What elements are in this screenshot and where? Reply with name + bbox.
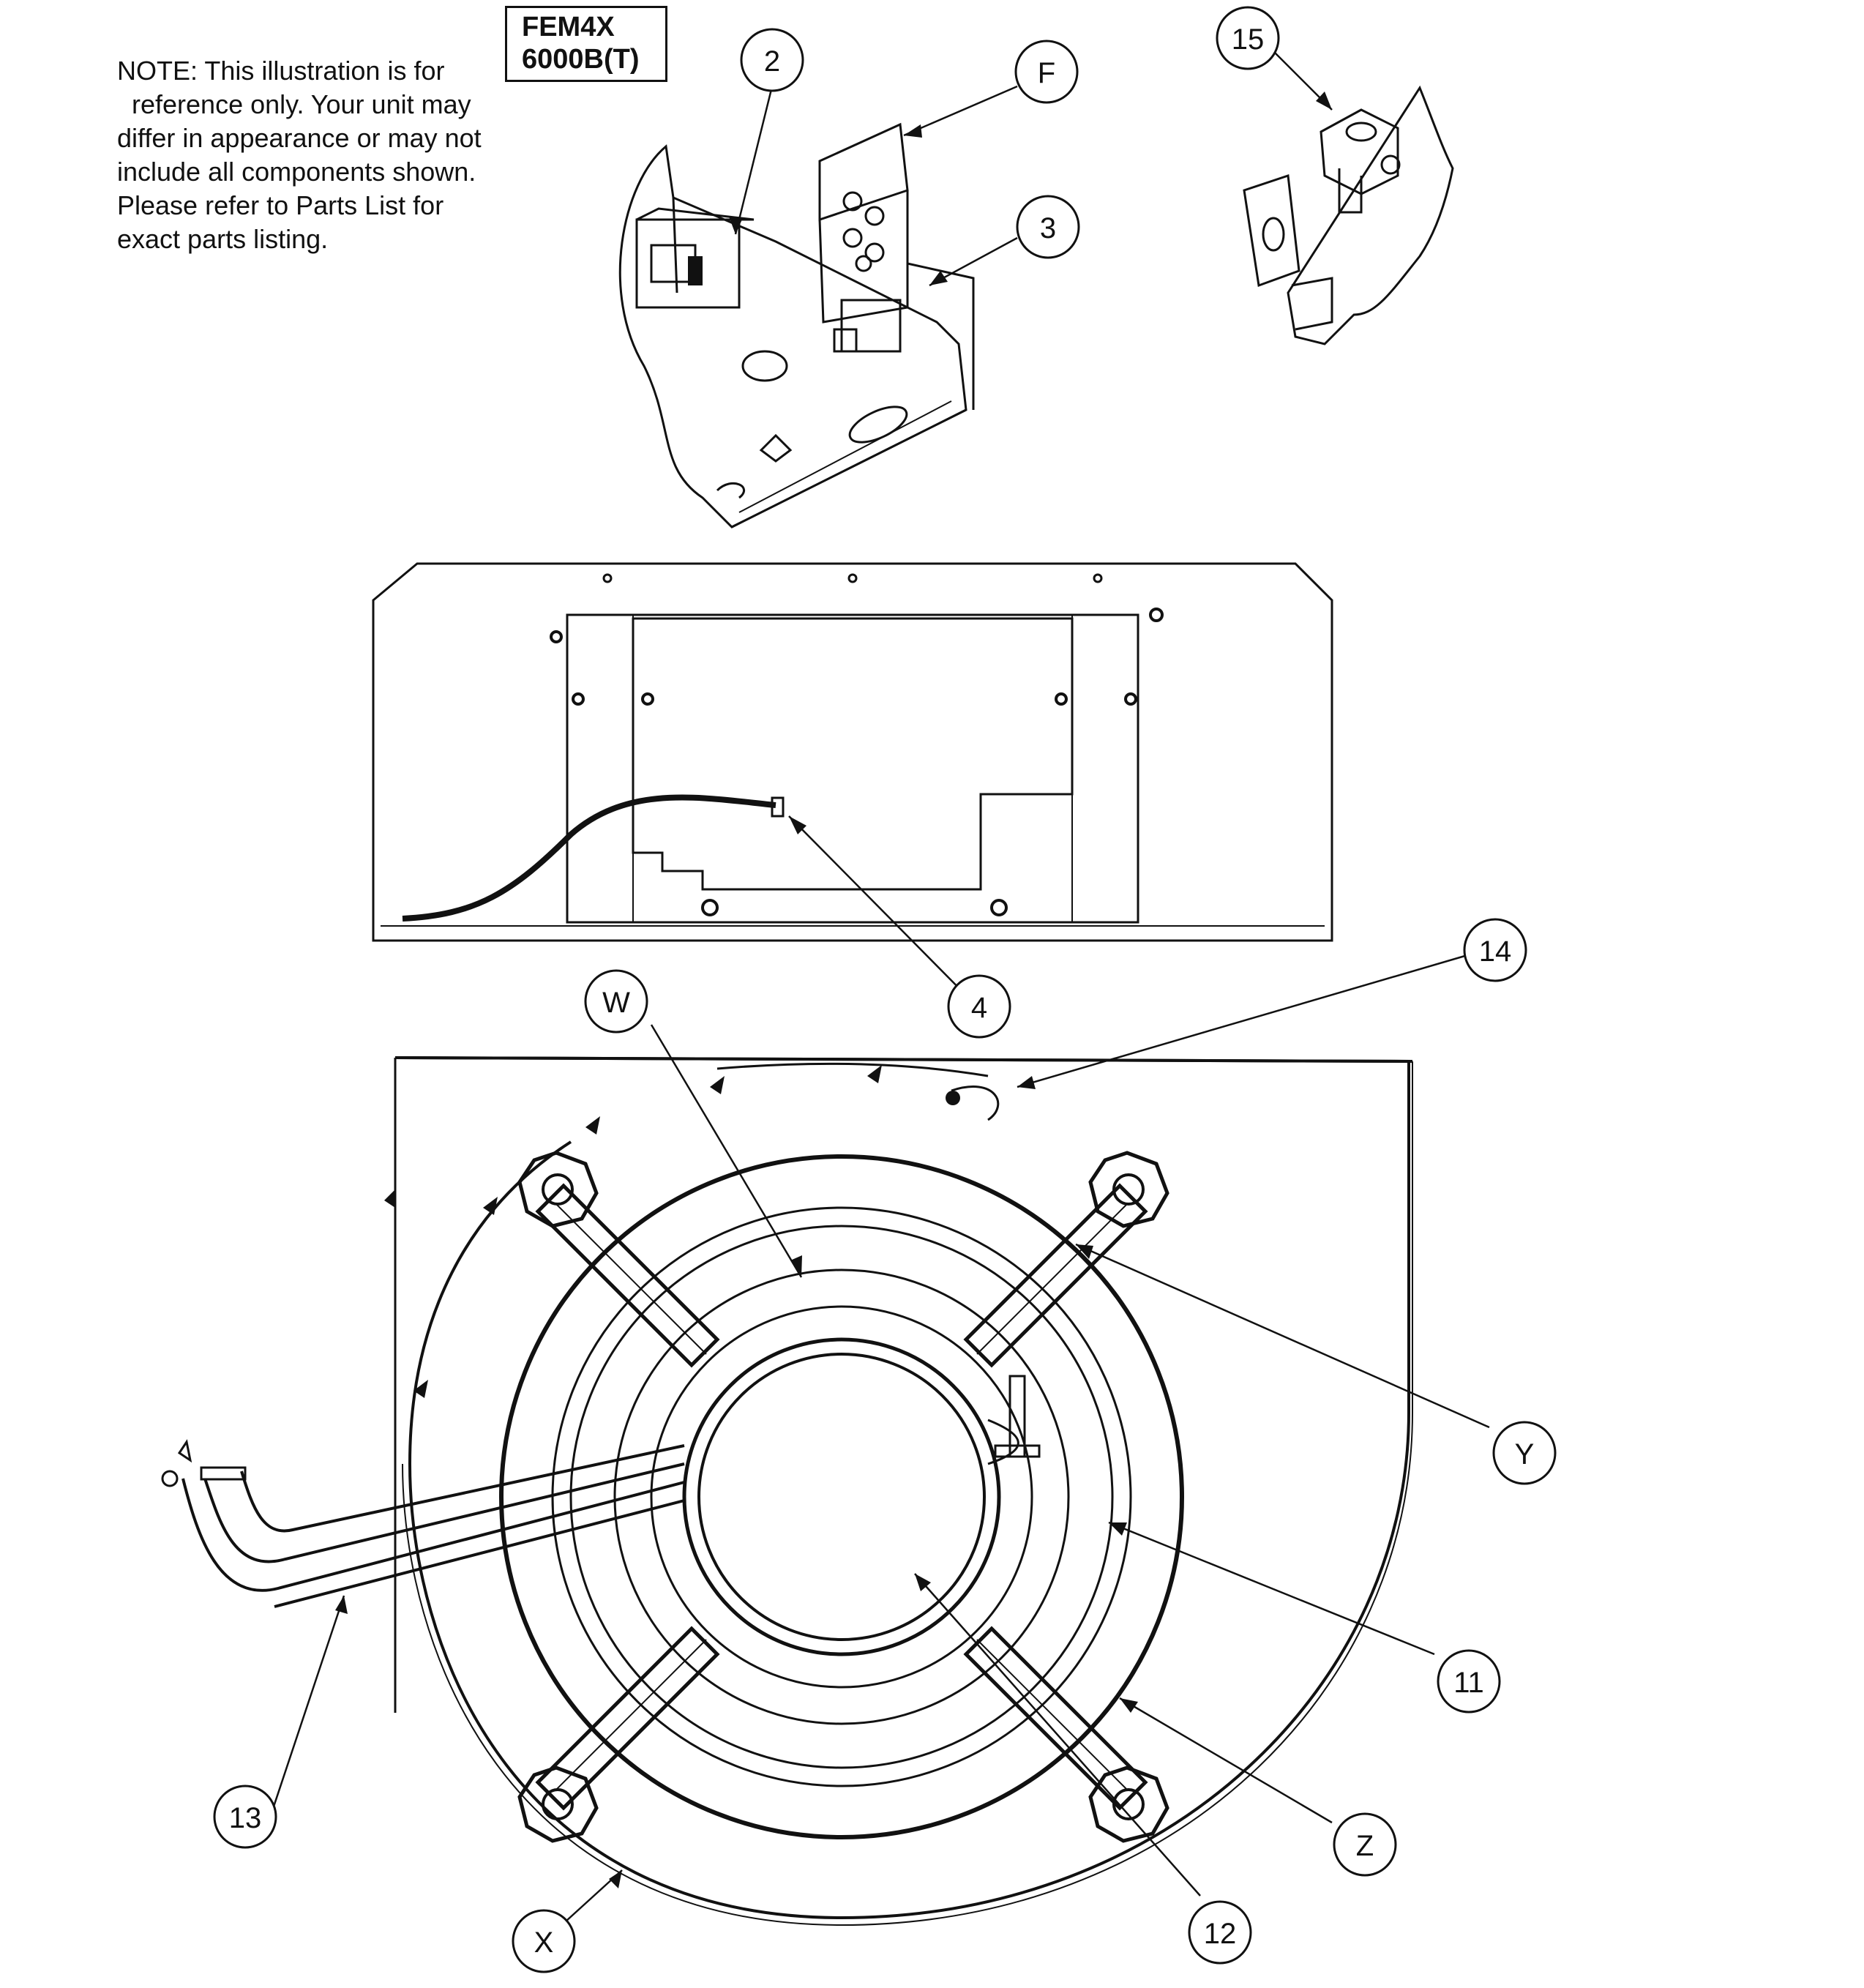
- callout-w-label: W: [602, 987, 630, 1019]
- callout-w: W: [584, 969, 648, 1034]
- note-line-4: include all components shown.: [117, 157, 476, 187]
- callout-2: 2: [740, 28, 804, 92]
- motor-wire-harness: [240, 1444, 685, 1533]
- note-line-6: exact parts listing.: [117, 224, 329, 254]
- callout-15-label: 15: [1232, 23, 1265, 56]
- callout-12: 12: [1188, 1900, 1252, 1965]
- callout-z: Z: [1333, 1812, 1397, 1877]
- note-line-5: Please refer to Parts List for: [117, 190, 444, 220]
- callout-y: Y: [1492, 1421, 1557, 1485]
- callout-y-label: Y: [1515, 1438, 1535, 1471]
- callout-13-label: 13: [229, 1802, 262, 1834]
- callout-11-label: 11: [1453, 1667, 1484, 1699]
- callout-4: 4: [947, 974, 1011, 1039]
- mount-nuts: [517, 1151, 1169, 1843]
- callout-x: X: [512, 1909, 576, 1973]
- callout-2-label: 2: [764, 45, 780, 78]
- note-line-2: reference only. Your unit may: [132, 89, 471, 119]
- blower-top-panel: [372, 562, 1333, 942]
- relay: [833, 262, 975, 410]
- callout-z-label: Z: [1356, 1830, 1374, 1862]
- leader-lines: [269, 51, 1490, 1922]
- model-label-box: FEM4X 6000B(T): [505, 6, 667, 82]
- transformer: [635, 207, 755, 309]
- callout-15: 15: [1216, 6, 1280, 70]
- note-line-3: differ in appearance or may not: [117, 123, 482, 153]
- blower-housing: [394, 1056, 1410, 1920]
- callout-f: F: [1014, 40, 1079, 104]
- callout-x-label: X: [534, 1927, 554, 1959]
- reference-note: NOTE: This illustration is for reference…: [117, 54, 527, 256]
- callout-14-label: 14: [1479, 935, 1512, 968]
- blower-assembly: [161, 1056, 1413, 1927]
- callout-13: 13: [213, 1785, 277, 1849]
- note-line-1: NOTE: This illustration is for: [117, 56, 445, 86]
- callout-f-label: F: [1038, 57, 1055, 89]
- model-line-2: 6000B(T): [522, 44, 640, 75]
- callout-14: 14: [1463, 918, 1527, 982]
- control-panel-assembly: [618, 122, 975, 528]
- leader-arrowheads: [335, 91, 1332, 1888]
- callout-11: 11: [1437, 1649, 1501, 1714]
- callout-12-label: 12: [1204, 1918, 1237, 1950]
- blower-motor: [682, 1337, 1001, 1656]
- callout-3-label: 3: [1040, 212, 1056, 244]
- terminal-block: [818, 122, 909, 324]
- callout-3: 3: [1016, 195, 1080, 259]
- model-line-1: FEM4X: [522, 12, 615, 42]
- ground-lug-assembly: [1243, 85, 1454, 345]
- sensor-wire: [402, 794, 776, 922]
- callout-4-label: 4: [971, 992, 987, 1024]
